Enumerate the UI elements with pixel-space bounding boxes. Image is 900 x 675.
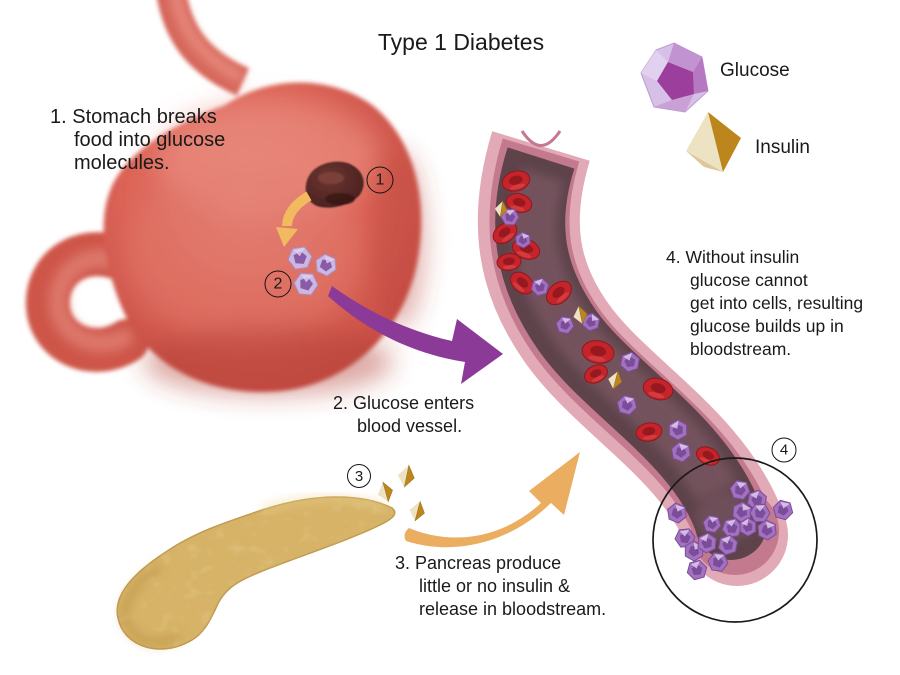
insulin-icon [686, 112, 741, 172]
red-blood-cell [546, 280, 572, 306]
glucose-molecule [674, 528, 696, 548]
marker-1-number: 1 [375, 171, 385, 188]
step-3-caption: 3. Pancreas produce little or no insulin… [395, 552, 606, 621]
pancreas-illustration [116, 494, 396, 650]
glucose-molecule [749, 503, 771, 523]
marker-3: 3 [347, 464, 371, 488]
glucose-in-vessel-layer [500, 208, 691, 463]
glucose-molecule [686, 559, 708, 581]
insulin-from-pancreas-layer [377, 464, 425, 522]
glucose-buildup-cluster-layer [667, 480, 794, 581]
vessel-opening-notch [521, 122, 561, 145]
glucose-molecule [620, 351, 640, 373]
red-blood-cell [505, 193, 533, 213]
insulin-molecule [494, 200, 508, 218]
glucose-molecule [732, 501, 752, 523]
red-blood-cell [496, 253, 522, 271]
step-3-line: 3. Pancreas produce [395, 553, 562, 573]
glucose-molecule [747, 489, 767, 511]
marker-3-number: 3 [354, 467, 364, 485]
glucose-legend-label: Glucose [720, 60, 790, 81]
insulin-molecule [377, 481, 393, 503]
step-4-line: glucose builds up in [690, 316, 844, 336]
glucose-molecule [500, 208, 520, 226]
digestion-arrow [276, 191, 312, 247]
step-4-line: glucose cannot [690, 270, 808, 290]
glucose-molecule [515, 231, 531, 249]
insulin-molecule [608, 370, 623, 390]
step-4-line: 4. Without insulin [666, 247, 800, 267]
marker-2-number: 2 [273, 275, 283, 292]
page-title: Type 1 Diabetes [377, 29, 545, 55]
marker-1: 1 [366, 166, 394, 194]
food-piece [305, 161, 364, 208]
insulin-in-vessel-layer [494, 200, 623, 390]
insulin-molecule [573, 305, 588, 325]
marker-4-number: 4 [779, 441, 789, 459]
glucose-molecule [717, 534, 739, 556]
glucose-molecule [721, 518, 743, 538]
glucose-to-vessel-arrow [328, 286, 503, 384]
red-blood-cell [584, 364, 608, 384]
red-blood-cell [581, 340, 615, 364]
stomach-illustration [26, 0, 426, 396]
insulin-to-vessel-arrow [404, 452, 580, 548]
step-1-line: molecules. [74, 152, 170, 174]
insulin-legend-label: Insulin [755, 137, 810, 158]
glucose-molecule [702, 514, 722, 534]
glucose-molecule [671, 441, 691, 463]
step-1-line: food into glucose [74, 129, 226, 151]
marker-2: 2 [264, 270, 292, 298]
glucose-in-stomach-layer [287, 246, 337, 296]
glucose-molecule [757, 519, 777, 541]
glucose-molecule [707, 552, 729, 572]
step-2-line: 2. Glucose enters [333, 393, 475, 413]
red-blood-cell [635, 422, 663, 442]
red-blood-cell [509, 271, 535, 295]
step-4-line: get into cells, resulting [690, 293, 864, 313]
step-3-line: release in bloodstream. [419, 599, 607, 619]
step-1-caption: 1. Stomach breaks food into glucose mole… [50, 106, 225, 175]
insulin-molecule [397, 464, 415, 488]
marker-4: 4 [771, 437, 797, 463]
glucose-molecule [555, 316, 575, 334]
step-1-line: 1. Stomach breaks [50, 106, 217, 128]
glucose-molecule [315, 253, 337, 277]
glucose-molecule [697, 532, 717, 554]
glucose-molecule [668, 419, 688, 441]
red-blood-cell [642, 377, 674, 401]
glucose-icon [640, 42, 709, 113]
insulin-molecule [409, 500, 425, 522]
glucose-molecule [739, 517, 757, 537]
step-3-line: little or no insulin & [419, 576, 571, 596]
glucose-molecule [287, 246, 313, 270]
red-blood-cell [501, 170, 531, 192]
glucose-buildup-circle [652, 457, 818, 623]
glucose-molecule [667, 502, 687, 524]
glucose-molecule [293, 272, 319, 296]
glucose-molecule [772, 499, 794, 521]
red-blood-cell [492, 221, 518, 245]
glucose-molecule [530, 277, 550, 297]
glucose-molecule [616, 394, 638, 416]
step-4-line: bloodstream. [690, 339, 792, 359]
glucose-molecule [729, 480, 751, 500]
step-2-line: blood vessel. [357, 416, 463, 436]
step-2-caption: 2. Glucose enters blood vessel. [333, 392, 474, 438]
step-4-caption: 4. Without insulin glucose cannot get in… [666, 246, 863, 361]
